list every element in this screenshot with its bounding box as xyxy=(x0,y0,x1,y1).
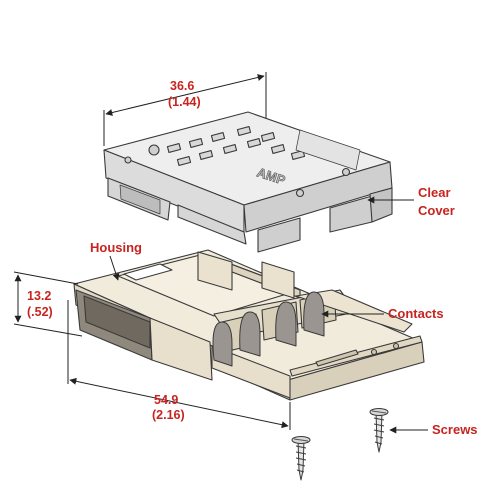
contact-3 xyxy=(275,301,297,347)
housing-length-dimension xyxy=(67,300,291,430)
housing-height-dimension xyxy=(13,271,83,337)
screws-label: Screws xyxy=(432,422,478,437)
housing-length-arrow xyxy=(69,377,289,429)
cover-width-arrow xyxy=(105,74,265,116)
housing-label: Housing xyxy=(90,240,142,255)
cover-width-imperial: (1.44) xyxy=(168,95,201,109)
screw-left xyxy=(291,436,311,481)
contact-2 xyxy=(239,311,261,357)
clear-cover xyxy=(103,111,393,253)
cover-width-dimension xyxy=(103,72,267,146)
screw-right xyxy=(369,408,389,453)
contact-4 xyxy=(303,291,325,337)
housing-leader xyxy=(109,255,120,281)
contacts-label: Contacts xyxy=(388,306,444,321)
housing-length-metric: 54.9 xyxy=(154,393,178,407)
housing-length-imperial: (2.16) xyxy=(152,408,185,422)
clear-cover-label-line1: Clear xyxy=(418,185,451,200)
contacts xyxy=(212,291,325,367)
housing xyxy=(73,249,425,401)
contact-1 xyxy=(212,321,233,367)
cover-width-metric: 36.6 xyxy=(170,79,194,93)
housing-height-imperial: (.52) xyxy=(27,305,53,319)
clear-cover-label-line2: Cover xyxy=(418,203,455,218)
housing-height-metric: 13.2 xyxy=(27,289,51,303)
